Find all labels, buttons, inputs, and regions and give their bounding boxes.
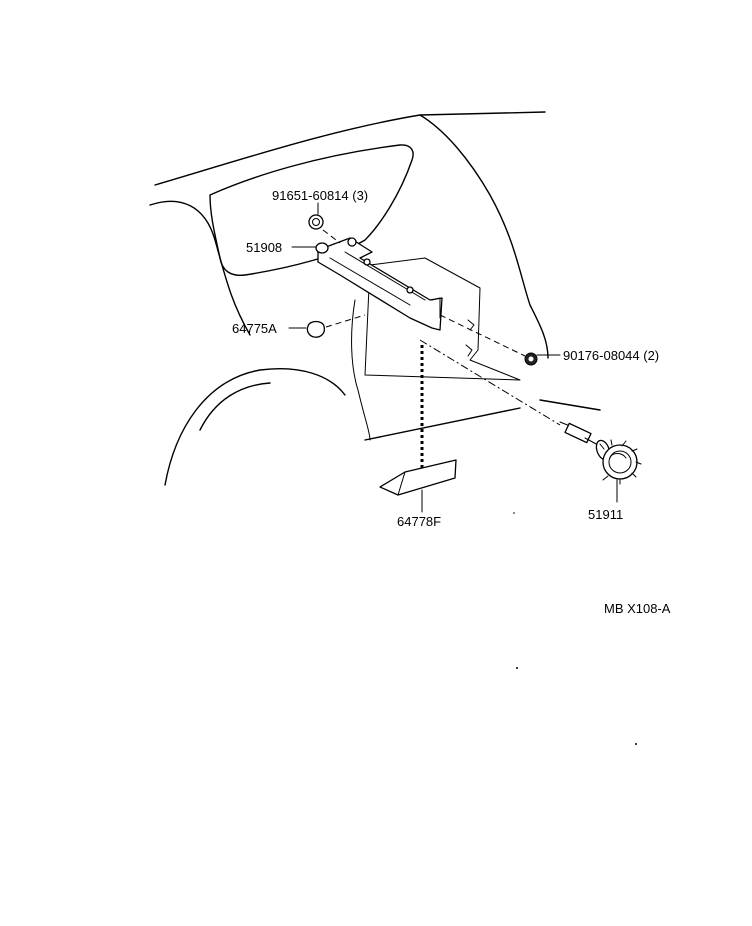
carrier-bracket	[315, 237, 475, 357]
diagram-reference-code: MB X108-A	[604, 601, 671, 616]
hex-nut	[524, 352, 538, 366]
speck	[635, 743, 637, 745]
tire-carrier-assembly	[559, 421, 642, 485]
trim-panel	[364, 257, 521, 381]
carrier-part-number: 51911	[588, 507, 623, 522]
plug-part-number: 64775A	[232, 321, 277, 336]
flange-bolt	[308, 214, 324, 230]
bracket-part-number: 51908	[246, 240, 282, 255]
quarter-panel-outline	[149, 111, 601, 486]
hole-plug	[306, 320, 326, 338]
assembly-lines	[322, 229, 561, 468]
cover-part-number: 64778F	[397, 514, 441, 529]
carrier-cover	[379, 459, 457, 496]
nut-part-number: 90176-08044 (2)	[563, 348, 659, 363]
leader-lines	[288, 202, 618, 513]
bolt-part-number: 91651-60814 (3)	[272, 188, 368, 203]
speck	[516, 667, 518, 669]
speck	[513, 512, 515, 514]
quarter-window	[209, 144, 414, 277]
